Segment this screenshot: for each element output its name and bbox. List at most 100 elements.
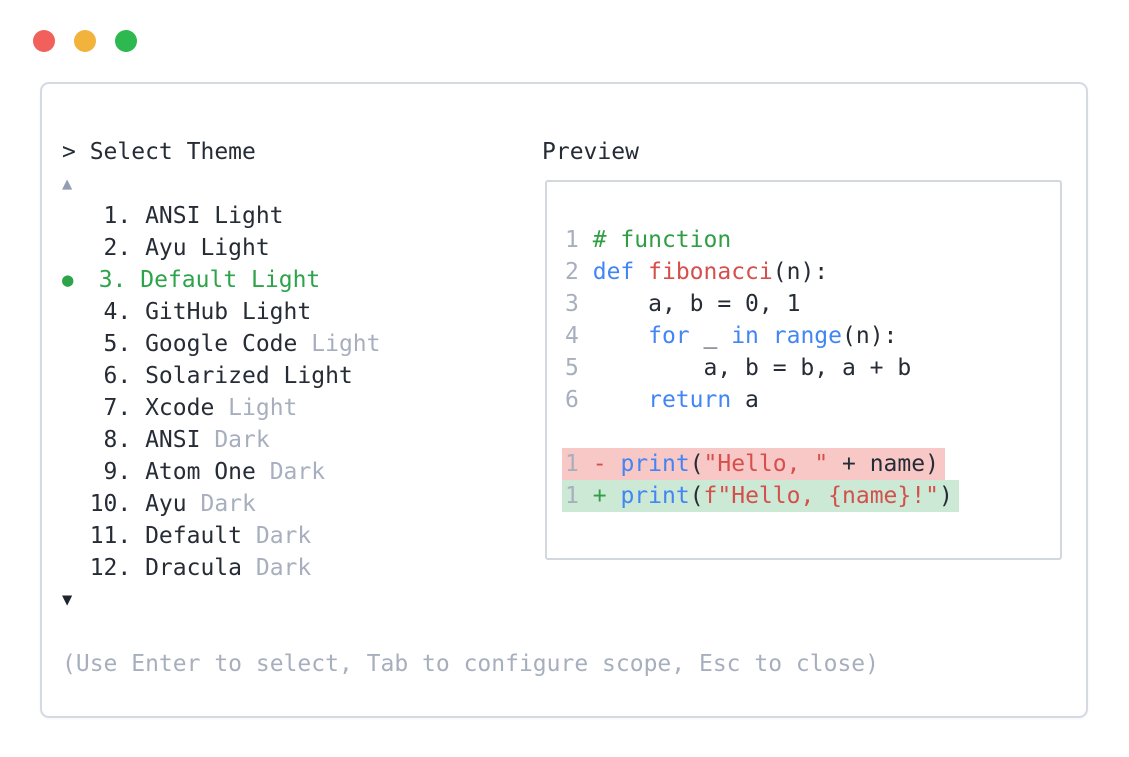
code-token: fibonacci (648, 259, 773, 285)
code-token: 4 (565, 323, 579, 349)
scroll-down-icon[interactable]: ▼ (62, 590, 73, 610)
code-line: 4 for _ in range(n): (565, 320, 1060, 352)
code-blank-line (565, 416, 1060, 448)
code-line: 5 a, b = b, a + b (565, 352, 1060, 384)
item-name-muted: Light (228, 395, 298, 421)
item-number: 3. (98, 267, 127, 293)
window-controls (33, 30, 137, 52)
item-name-muted: Dark (200, 491, 256, 517)
theme-list-item[interactable]: 12. Dracula Dark (62, 552, 879, 584)
diff-line-removed: 1 - print("Hello, " + name) (562, 448, 1060, 480)
code-token: print (620, 451, 690, 477)
code-token (607, 451, 621, 477)
item-name: Default Light (140, 267, 321, 293)
code-token (634, 259, 648, 285)
help-text: (Use Enter to select, Tab to configure s… (62, 648, 879, 680)
item-name: Default Dark (145, 523, 312, 549)
preview-title: Preview (542, 139, 639, 165)
code-token: 2 (565, 259, 579, 285)
code-token (579, 451, 593, 477)
item-number: 8. (103, 427, 132, 453)
prompt-label: > Select Theme (62, 139, 256, 165)
item-name: Dracula Dark (145, 555, 312, 581)
code-token (579, 259, 593, 285)
code-token: + name) (828, 451, 939, 477)
theme-list-item[interactable]: 5. Google Code Light (62, 328, 879, 360)
code-token: in (731, 323, 759, 349)
code-token (579, 227, 593, 253)
code-token (593, 323, 648, 349)
code-token: range (772, 323, 843, 349)
diff-line-added: 1 + print(f"Hello, {name}!") (562, 480, 1060, 512)
item-name: ANSI Dark (145, 427, 270, 453)
theme-list-item[interactable]: 8. ANSI Dark (62, 424, 879, 456)
code-token (579, 483, 593, 509)
item-name: GitHub Light (145, 299, 312, 325)
diff-highlight: 1 - print("Hello, " + name) (562, 448, 945, 480)
scroll-down-row[interactable]: ▼ (62, 584, 879, 616)
code-token: print (620, 483, 690, 509)
theme-list: 1. ANSI Light 2.Ayu Light ● 3. Default Light 4… (62, 200, 879, 584)
theme-list-item[interactable]: 9.Atom One Dark (62, 456, 879, 488)
diff-highlight: 1 + print(f"Hello, {name}!") (562, 480, 959, 512)
select-theme-prompt: > Select Theme (62, 136, 879, 168)
code-token (579, 387, 593, 413)
item-number: 5. (103, 331, 132, 357)
selected-dot-icon: ● (62, 269, 74, 291)
help-text-label: (Use Enter to select, Tab to configure s… (62, 651, 879, 677)
item-number: 11. (89, 523, 132, 549)
code-token: for (648, 323, 690, 349)
item-number: 2. (103, 235, 132, 261)
item-number: 1. (103, 203, 132, 229)
blank-row (62, 616, 879, 648)
code-token (759, 323, 773, 349)
code-token: 3 (565, 291, 579, 317)
code-token: def (592, 259, 635, 285)
minimize-button[interactable] (74, 30, 96, 52)
code-token: 5 (565, 355, 579, 381)
code-token: a, b = 0, 1 (592, 291, 801, 317)
code-token (607, 483, 621, 509)
code-token (579, 323, 593, 349)
item-number: 12. (89, 555, 132, 581)
item-name-muted: Light (311, 331, 381, 357)
code-token: - (592, 451, 607, 477)
item-name-muted: Dark (214, 427, 270, 453)
item-name: Ayu Dark (145, 491, 256, 517)
theme-list-item[interactable]: 11. Default Dark (62, 520, 879, 552)
code-token: # function (592, 227, 732, 253)
code-token: _ (689, 323, 732, 349)
zoom-button[interactable] (115, 30, 137, 52)
theme-list-item[interactable]: 6.Solarized Light (62, 360, 879, 392)
code-line: 2 def fibonacci(n): (565, 256, 1060, 288)
code-line: 3 a, b = 0, 1 (565, 288, 1060, 320)
item-name: Google Code Light (145, 331, 381, 357)
code-token: ) (938, 483, 953, 509)
scroll-up-row[interactable]: ▲ (62, 168, 879, 200)
theme-selector-panel: > Select Theme ▲ 1. ANSI Light 2.Ayu Light… (40, 82, 1088, 718)
code-token (579, 291, 593, 317)
close-button[interactable] (33, 30, 55, 52)
theme-list-item[interactable]: ● 3. Default Light (62, 264, 879, 296)
code-token: a, b = b, a + b (592, 355, 912, 381)
code-token: f"Hello, {name}!" (703, 483, 939, 509)
code-token: 1 (565, 483, 579, 509)
code-line: 6 return a (565, 384, 1060, 416)
theme-list-item[interactable]: 1. ANSI Light (62, 200, 879, 232)
theme-list-item[interactable]: 2.Ayu Light (62, 232, 879, 264)
code-token: ( (689, 483, 704, 509)
theme-list-item[interactable]: 10. Ayu Dark (62, 488, 879, 520)
theme-list-item[interactable]: 4.GitHub Light (62, 296, 879, 328)
item-name: ANSI Light (145, 203, 284, 229)
code-token: 1 (565, 451, 579, 477)
item-name: Atom One Dark (145, 459, 326, 485)
theme-list-item[interactable]: 7.Xcode Light (62, 392, 879, 424)
code-token: + (592, 483, 607, 509)
scroll-up-icon[interactable]: ▲ (62, 174, 73, 194)
code-line: 1 # function (565, 224, 1060, 256)
code-token: 6 (565, 387, 579, 413)
code-token: ( (689, 451, 704, 477)
item-number: 10. (89, 491, 132, 517)
